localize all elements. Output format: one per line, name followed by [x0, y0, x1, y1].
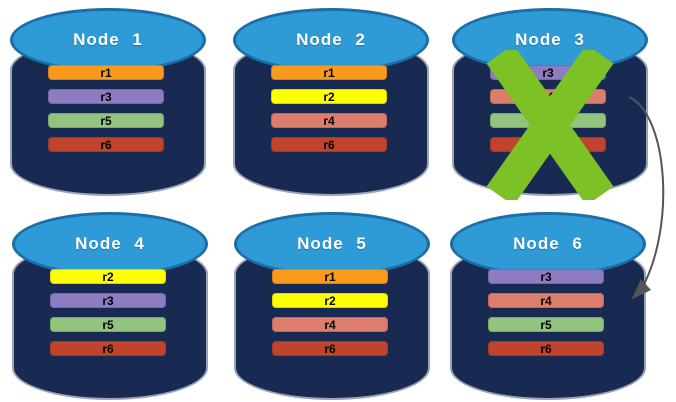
node-3: Node 3 r3 r4 r5 r6	[452, 8, 648, 200]
node-4-replica-bar: r5	[50, 317, 166, 332]
replica-label: r1	[100, 65, 112, 80]
replica-label: r3	[540, 269, 552, 284]
node-5-replica-bar: r2	[272, 293, 388, 308]
node-4-replica-bar: r3	[50, 293, 166, 308]
node-5-title: Node 5	[297, 234, 367, 253]
node-5-header: Node 5	[234, 212, 430, 276]
node-2-replica-bar: r1	[271, 65, 387, 80]
node-5-replica-bar: r6	[272, 341, 388, 356]
node-4: Node 4 r2 r3 r5 r6	[12, 212, 208, 400]
replica-label: r3	[542, 65, 554, 80]
node-4-replica-bar: r6	[50, 341, 166, 356]
replica-label: r5	[540, 317, 552, 332]
node-4-header: Node 4	[12, 212, 208, 276]
node-2-replica-bar: r4	[271, 113, 387, 128]
replica-label: r2	[323, 89, 335, 104]
node-6-replica-bar: r5	[488, 317, 604, 332]
replica-label: r1	[323, 65, 335, 80]
replica-label: r4	[324, 317, 336, 332]
node-3-header: Node 3	[452, 8, 648, 72]
replica-label: r4	[540, 293, 552, 308]
node-4-replica-bar: r2	[50, 269, 166, 284]
replica-label: r6	[100, 137, 112, 152]
node-2-header: Node 2	[233, 8, 429, 72]
node-5-replica-bar: r1	[272, 269, 388, 284]
replica-label: r6	[323, 137, 335, 152]
node-1: Node 1 r1 r3 r5 r6	[10, 8, 206, 196]
node-6: Node 6 r3 r4 r5 r6	[450, 212, 646, 400]
replica-label: r2	[102, 269, 114, 284]
node-6-replica-bar: r4	[488, 293, 604, 308]
node-6-title: Node 6	[513, 234, 583, 253]
replica-label: r3	[100, 89, 112, 104]
replica-label: r3	[102, 293, 114, 308]
node-6-header: Node 6	[450, 212, 646, 276]
node-1-replica-bar: r1	[48, 65, 164, 80]
node-1-replica-bar: r3	[48, 89, 164, 104]
node-1-replica-bar: r6	[48, 137, 164, 152]
failed-x-icon	[486, 50, 614, 200]
replica-label: r6	[102, 341, 114, 356]
node-2-replica-bar: r2	[271, 89, 387, 104]
replica-label: r4	[323, 113, 335, 128]
replica-label: r6	[540, 341, 552, 356]
node-4-title: Node 4	[75, 234, 145, 253]
node-3-title: Node 3	[515, 30, 585, 49]
replica-label: r5	[102, 317, 114, 332]
node-5: Node 5 r1 r2 r4 r6	[234, 212, 430, 400]
replica-label: r5	[100, 113, 112, 128]
node-5-replica-bar: r4	[272, 317, 388, 332]
node-2: Node 2 r1 r2 r4 r6	[233, 8, 429, 196]
replica-label: r2	[324, 293, 336, 308]
replica-label: r1	[324, 269, 336, 284]
node-6-replica-bar: r3	[488, 269, 604, 284]
node-1-header: Node 1	[10, 8, 206, 72]
node-6-replica-bar: r6	[488, 341, 604, 356]
node-2-title: Node 2	[296, 30, 366, 49]
replica-label: r6	[324, 341, 336, 356]
node-1-title: Node 1	[73, 30, 143, 49]
node-1-replica-bar: r5	[48, 113, 164, 128]
node-2-replica-bar: r6	[271, 137, 387, 152]
